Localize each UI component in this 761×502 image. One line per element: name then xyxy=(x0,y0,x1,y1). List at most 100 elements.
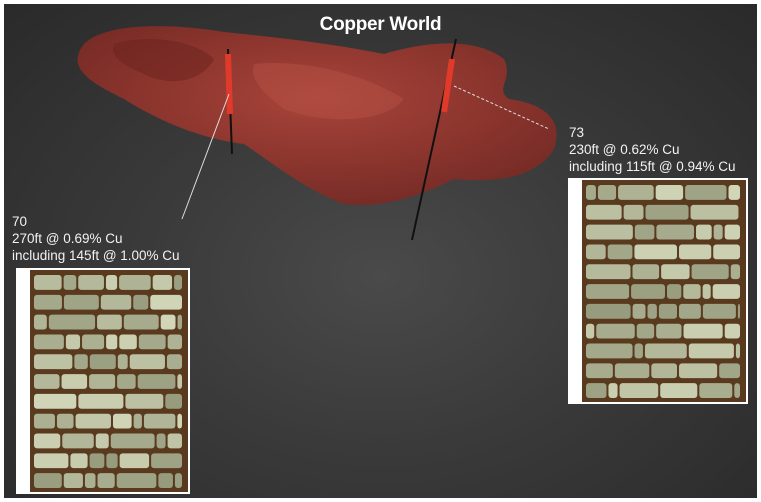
diagram-title: Copper World xyxy=(319,14,442,35)
core-segment xyxy=(712,284,740,299)
core-segment xyxy=(586,323,595,339)
core-segment xyxy=(586,343,633,359)
core-segment xyxy=(89,374,116,389)
core-segment xyxy=(679,244,712,260)
hole-id: 73 xyxy=(569,125,585,140)
core-segment xyxy=(34,294,62,310)
core-segment xyxy=(645,204,689,220)
core-segment xyxy=(632,264,660,280)
core-segment xyxy=(117,354,128,370)
core-segment xyxy=(152,275,173,290)
core-segment xyxy=(656,323,682,339)
core-segment xyxy=(82,334,105,350)
core-segment xyxy=(586,383,607,398)
core-segment xyxy=(125,393,164,409)
hole-interval: 270ft @ 0.69% Cu xyxy=(12,231,123,246)
core-segment xyxy=(623,204,644,220)
core-segment xyxy=(34,374,60,389)
core-photo-73 xyxy=(568,178,748,404)
core-segment xyxy=(586,303,631,319)
core-segment xyxy=(737,303,740,319)
core-segment xyxy=(728,185,740,200)
core-segment xyxy=(661,264,690,280)
core-segment xyxy=(632,303,646,319)
core-segment xyxy=(138,334,166,350)
core-segment xyxy=(678,303,701,319)
core-segment xyxy=(112,413,132,429)
core-segment xyxy=(679,363,718,379)
core-segment xyxy=(619,383,659,398)
core-segment xyxy=(586,284,630,299)
core-segment xyxy=(110,433,155,449)
core-segment xyxy=(56,413,74,429)
core-segment xyxy=(656,224,695,240)
core-segment xyxy=(597,185,617,200)
core-photo-70 xyxy=(16,268,190,494)
core-segment xyxy=(34,334,64,350)
core-segment xyxy=(683,284,701,299)
drill-intercept-70 xyxy=(225,53,233,115)
core-segment xyxy=(143,413,176,429)
core-segment xyxy=(158,473,173,488)
core-segment xyxy=(89,453,105,469)
core-segment xyxy=(177,413,182,429)
core-segment xyxy=(165,393,182,409)
core-segment xyxy=(48,314,96,330)
core-segment xyxy=(618,185,654,200)
core-segment xyxy=(724,224,740,240)
core-segment xyxy=(65,334,81,350)
core-segment xyxy=(167,433,182,449)
core-segment xyxy=(117,374,136,389)
core-segment xyxy=(167,334,182,350)
leader-line-73 xyxy=(453,85,550,130)
core-segment xyxy=(634,244,678,260)
core-segment xyxy=(614,363,650,379)
hole-including: including 115ft @ 0.94% Cu xyxy=(569,159,736,174)
core-segment xyxy=(174,275,182,290)
core-segment xyxy=(97,314,122,330)
core-segment xyxy=(34,354,73,370)
core-segment xyxy=(95,433,109,449)
core-segment xyxy=(174,473,182,488)
core-segment xyxy=(644,343,687,359)
core-segment xyxy=(631,284,665,299)
core-segment xyxy=(137,374,176,389)
core-segment xyxy=(696,224,712,240)
core-segment xyxy=(119,334,137,350)
core-segment xyxy=(734,383,740,398)
core-segment xyxy=(151,453,182,469)
core-segment xyxy=(655,185,684,200)
core-segment xyxy=(658,303,677,319)
core-segment xyxy=(586,224,633,240)
core-segment xyxy=(119,453,150,469)
core-segment xyxy=(724,323,740,339)
core-segment xyxy=(691,264,729,280)
core-segment xyxy=(97,473,115,488)
core-segment xyxy=(34,275,62,290)
core-segment xyxy=(688,343,734,359)
core-segment xyxy=(63,294,99,310)
leader-line-70 xyxy=(181,93,230,220)
core-segment xyxy=(634,224,655,240)
core-segment xyxy=(74,354,88,370)
core-segment xyxy=(607,244,633,260)
core-segment xyxy=(70,453,88,469)
core-segment xyxy=(683,323,723,339)
core-segment xyxy=(34,314,47,330)
hole-id: 70 xyxy=(12,214,28,229)
core-segment xyxy=(63,473,83,488)
core-segment xyxy=(685,185,727,200)
core-segment xyxy=(78,393,124,409)
core-segment xyxy=(78,275,104,290)
core-segment xyxy=(713,244,740,260)
core-segment xyxy=(608,383,618,398)
core-segment xyxy=(61,374,88,389)
core-segment xyxy=(713,224,723,240)
core-segment xyxy=(660,383,698,398)
core-segment xyxy=(735,343,740,359)
drill-intercept-73 xyxy=(441,58,455,113)
core-segment xyxy=(84,473,96,488)
core-segment xyxy=(34,413,55,429)
core-segment xyxy=(702,303,736,319)
core-segment xyxy=(34,473,62,488)
